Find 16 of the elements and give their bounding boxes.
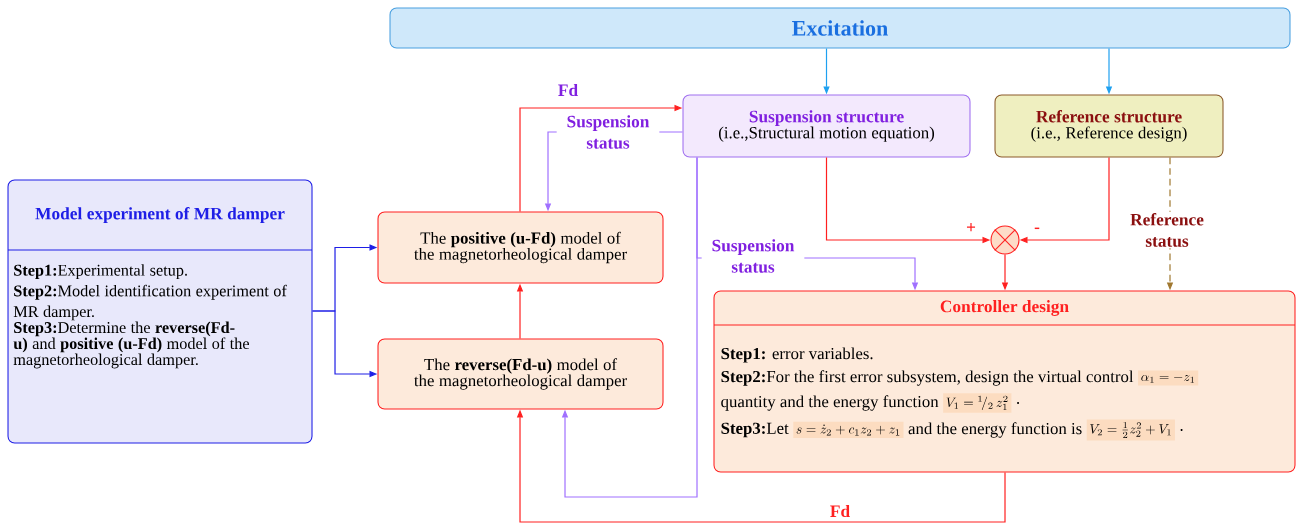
process-box: The positive (u-Fd) model of the magnetorheological damper	[377, 211, 664, 284]
summing-junction	[990, 225, 1020, 255]
header-box: Excitation	[389, 7, 1291, 49]
process-box: The reverse(Fd-u) model of the magnetorheological damper	[377, 338, 664, 410]
edge-label: Reference status	[1120, 211, 1214, 249]
panel: Controller design Step1: error variables. Step2:For the first error subsystem, design the virtual control $\alpha_1=-z_1$ quantity and the energy function $V_1={}^{1}\!/_{2}\,z_1^2$ . Step3:Let $s=\dot{z}_2+c_1z_2+z_1$ and the energy function is $V_2=\frac{1}{2}z_2^2+V_1$ .	[713, 290, 1296, 473]
edge-label: Fd	[823, 503, 857, 519]
process-box: Suspension structure (i.e.,Structural motion equation)	[682, 94, 971, 158]
panel: Model experiment of MR damper Step1:Experimental setup. Step2:Model identification experiment of MR damper. Step3:Determine the reverse(Fd-u) and positive (u-Fd) model of the magnetorheological damper.	[7, 179, 313, 444]
edge-label: -	[1031, 226, 1043, 234]
process-box: Reference structure (i.e., Reference design)	[994, 94, 1224, 158]
edge-label: Suspension status	[701, 237, 805, 275]
edge-label: +	[964, 221, 978, 235]
arrow	[561, 156, 698, 498]
edge-label: Suspension status	[556, 113, 660, 151]
edge-label: Fd	[551, 82, 585, 98]
